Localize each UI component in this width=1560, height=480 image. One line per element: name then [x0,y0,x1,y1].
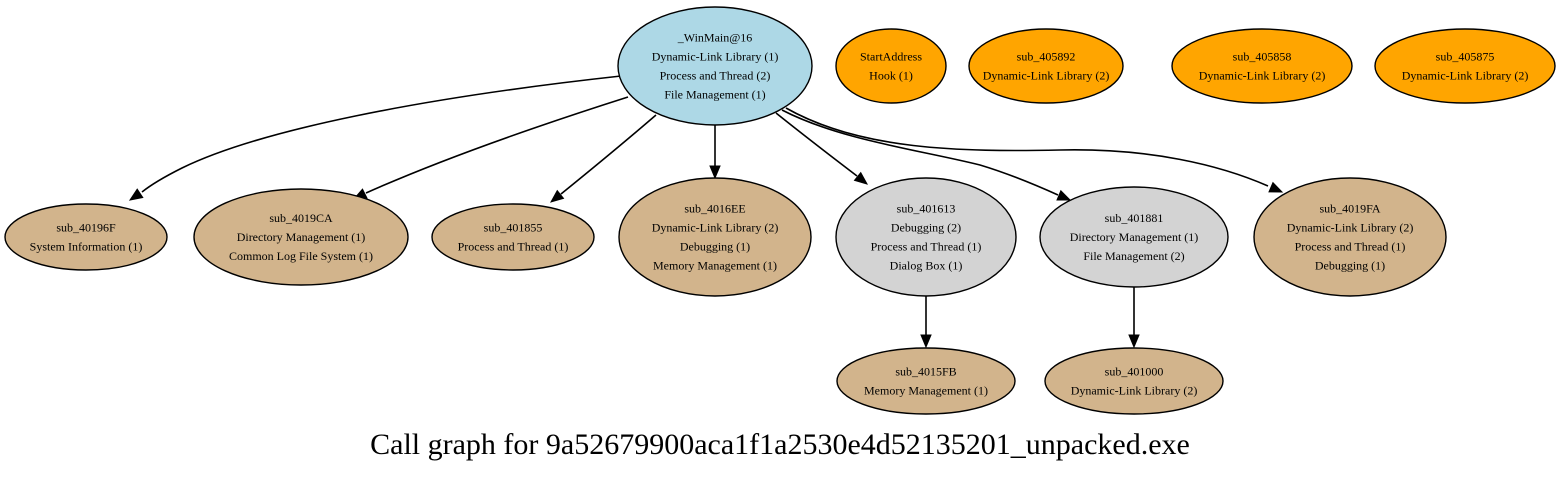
node-function-name: sub_401881 [1105,211,1164,225]
node-function-name: StartAddress [860,50,922,64]
arrowhead-icon [549,189,565,203]
node-function-name: sub_4019CA [269,211,333,225]
arrowhead-icon [853,171,869,185]
node-ellipse [968,28,1124,104]
edge-WinMain16-to-sub40196F [128,75,622,201]
node-api-category: System Information (1) [30,240,143,254]
node-api-category: Debugging (1) [1315,259,1385,273]
arrowhead-icon [920,334,932,349]
node-ellipse [835,28,947,104]
edge-line [785,107,1269,187]
edge-WinMain16-to-sub4019FA [785,107,1284,193]
node-ellipse [835,177,1017,297]
node-function-name: sub_40196F [56,221,116,235]
node-api-category: Process and Thread (1) [871,240,982,254]
node-sub4016ee[interactable]: sub_4016EE Dynamic-Link Library (2) Debugg… [618,177,812,297]
node-ellipse [193,188,409,286]
node-api-category: Dynamic-Link Library (2) [1199,69,1326,83]
node-function-name: sub_405875 [1436,50,1495,64]
node-ellipse [1374,28,1556,104]
node-api-category: File Management (2) [1083,249,1184,263]
node-sub4019fa[interactable]: sub_4019FA Dynamic-Link Library (2) Proces… [1253,177,1447,297]
node-function-name: sub_4015FB [895,365,956,379]
node-api-category: Memory Management (1) [653,259,777,273]
edges-layer [128,75,1284,349]
edge-WinMain16-to-sub401855 [549,114,657,203]
edge-sub401613-to-sub4015FB [920,296,932,349]
node-api-category: Debugging (1) [680,240,750,254]
node-ellipse [617,6,813,126]
node-ellipse [1253,177,1447,297]
edge-WinMain16-to-sub4019CA [352,96,629,200]
edge-sub401881-to-sub401000 [1128,287,1140,349]
arrowhead-icon [128,188,144,201]
node-api-category: Dynamic-Link Library (1) [652,50,779,64]
node-sub4015fb[interactable]: sub_4015FB Memory Management (1) [836,347,1016,415]
arrowhead-icon [1056,189,1072,201]
node-ellipse [4,203,168,271]
node-api-category: File Management (1) [664,88,765,102]
node-function-name: _WinMain@16 [677,31,753,45]
node-api-category: Memory Management (1) [864,384,988,398]
node-ellipse [431,203,595,271]
node-api-category: Common Log File System (1) [229,249,373,263]
node-api-category: Dynamic-Link Library (2) [983,69,1110,83]
node-api-category: Process and Thread (2) [660,69,771,83]
node-api-category: Dialog Box (1) [890,259,963,273]
node-sub40196f[interactable]: sub_40196F System Information (1) [4,203,168,271]
node-ellipse [618,177,812,297]
node-api-category: Dynamic-Link Library (2) [1071,384,1198,398]
arrowhead-icon [1268,181,1284,193]
node-ellipse [1044,347,1224,415]
arrowhead-icon [709,165,721,180]
edge-line [560,114,657,195]
node-api-category: Dynamic-Link Library (2) [1287,221,1414,235]
edge-line [781,109,1059,196]
edge-line [365,96,629,194]
node-api-category: Process and Thread (1) [1295,240,1406,254]
edge-line [141,75,622,193]
arrowhead-icon [1128,334,1140,349]
node-api-category: Hook (1) [869,69,913,83]
node-ellipse [1171,28,1353,104]
node-function-name: sub_4016EE [684,202,745,216]
node-function-name: sub_401613 [897,202,956,216]
node-api-category: Directory Management (1) [1070,230,1199,244]
edge-WinMain16-to-sub401881 [781,109,1072,201]
graph-title: Call graph for 9a52679900aca1f1a2530e4d5… [370,428,1190,461]
node-function-name: sub_405858 [1233,50,1292,64]
node-function-name: sub_401000 [1105,365,1164,379]
node-ellipse [1039,186,1229,288]
node-function-name: sub_401855 [484,221,543,235]
node-ellipse [836,347,1016,415]
node-function-name: sub_405892 [1017,50,1076,64]
edge-line [775,112,858,177]
edge-WinMain16-to-sub401613 [775,112,869,185]
node-function-name: sub_4019FA [1319,202,1380,216]
node-api-category: Debugging (2) [891,221,961,235]
edge-WinMain16-to-sub4016EE [709,125,721,180]
node-api-category: Dynamic-Link Library (2) [1402,69,1529,83]
node-api-category: Directory Management (1) [237,230,366,244]
node-api-category: Dynamic-Link Library (2) [652,221,779,235]
node-sub4019ca[interactable]: sub_4019CA Directory Management (1) Common… [193,188,409,286]
node-api-category: Process and Thread (1) [458,240,569,254]
